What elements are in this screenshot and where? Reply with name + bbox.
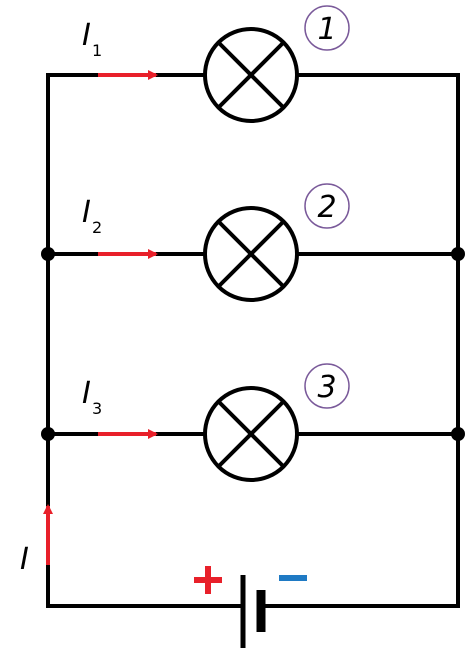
lamp-3-badge: 3 [304,363,350,409]
wires [46,73,460,608]
current-label-1-symbol: I [82,18,91,53]
current-label-3-subscript: 3 [92,399,102,418]
junction-node [451,427,465,441]
source-current-label: I [20,542,29,577]
junction-node [41,427,55,441]
current-label-3-symbol: I [82,376,91,411]
junction-node [41,247,55,261]
current-label-2-subscript: 2 [92,218,102,237]
current-label-1-subscript: 1 [92,41,102,60]
lamp-2-badge: 2 [304,183,350,229]
current-label-3: I 3 [82,376,102,418]
plus-sign-icon [194,566,222,594]
lamp-3-number: 3 [317,370,336,405]
lamp-2 [203,206,299,302]
current-label-1: I 1 [82,18,102,60]
current-label-2-symbol: I [82,195,91,230]
battery [240,575,266,648]
lamp-3 [203,386,299,482]
junction-nodes [41,247,465,441]
lamp-2-number: 2 [317,190,336,225]
lamp-1-badge: 1 [304,5,350,51]
lamp-1 [203,27,299,123]
current-label-2: I 2 [82,195,102,237]
junction-node [451,247,465,261]
current-arrows [43,70,158,565]
lamp-1-number: 1 [317,12,336,47]
